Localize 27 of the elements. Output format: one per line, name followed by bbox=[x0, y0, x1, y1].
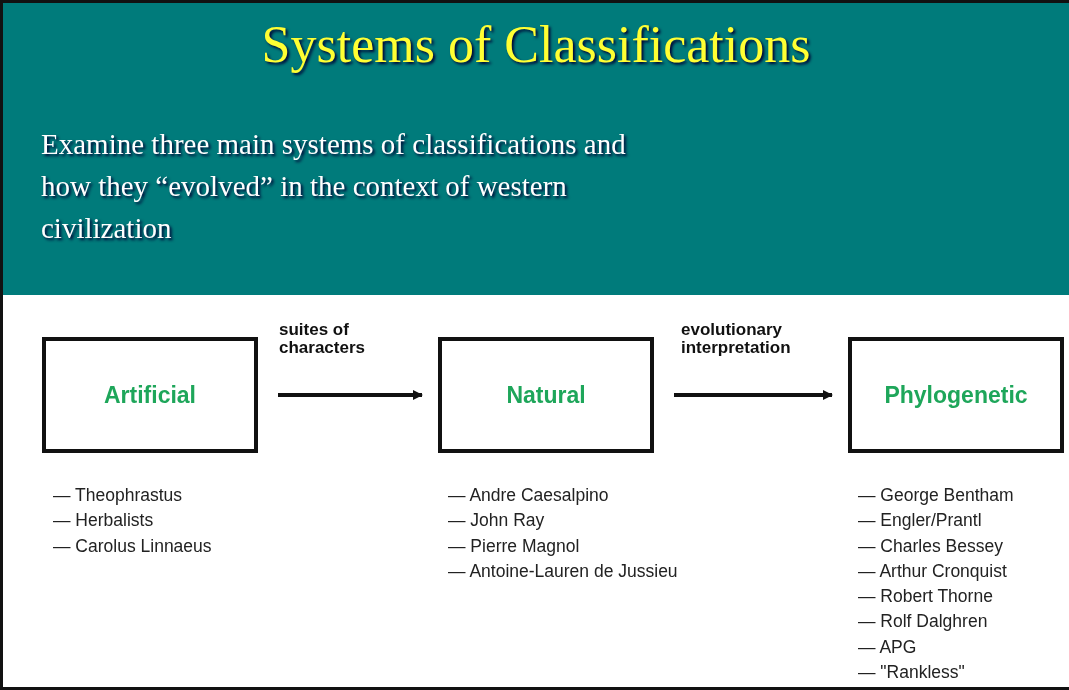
list-item: — Andre Caesalpino bbox=[448, 484, 610, 507]
list-item: — Charles Bessey bbox=[858, 534, 1004, 558]
list-item: — Herbalists bbox=[53, 509, 155, 533]
title: Systems of Classifications bbox=[260, 15, 812, 74]
list-item: — Rolf Dalghren bbox=[858, 610, 989, 634]
list-item: — Carolus Linnaeus bbox=[53, 534, 212, 558]
list-item: — Antoine-Lauren de Jussieu bbox=[448, 559, 678, 583]
list-item: — Arthur Cronquist bbox=[858, 559, 1008, 583]
arrow bbox=[278, 390, 423, 400]
intro-text: Examine three main systems of classifications and how they “evolved” in the context of western civilization bbox=[41, 127, 627, 246]
box-title: Phylogenetic bbox=[884, 381, 1028, 409]
box-title: Natural bbox=[506, 381, 586, 409]
list-item: — "Rankless" bbox=[858, 661, 966, 685]
list-item: — John Ray bbox=[448, 509, 546, 533]
list-item: — Pierre Magnol bbox=[448, 534, 581, 558]
arrow bbox=[674, 390, 833, 400]
edge-label: evolutionary interpretation bbox=[681, 321, 792, 357]
list-item: — Robert Thorne bbox=[858, 585, 994, 609]
list-item: — George Bentham bbox=[858, 484, 1014, 507]
list-item: — Theophrastus bbox=[53, 484, 184, 507]
process-box bbox=[848, 337, 1064, 453]
edge-label: suites of characters bbox=[279, 321, 366, 357]
list-item: — Engler/Prantl bbox=[858, 509, 983, 533]
process-box bbox=[42, 337, 258, 453]
process-box bbox=[438, 337, 654, 453]
list-item: — APG bbox=[858, 635, 918, 659]
box-title: Artificial bbox=[104, 381, 196, 409]
